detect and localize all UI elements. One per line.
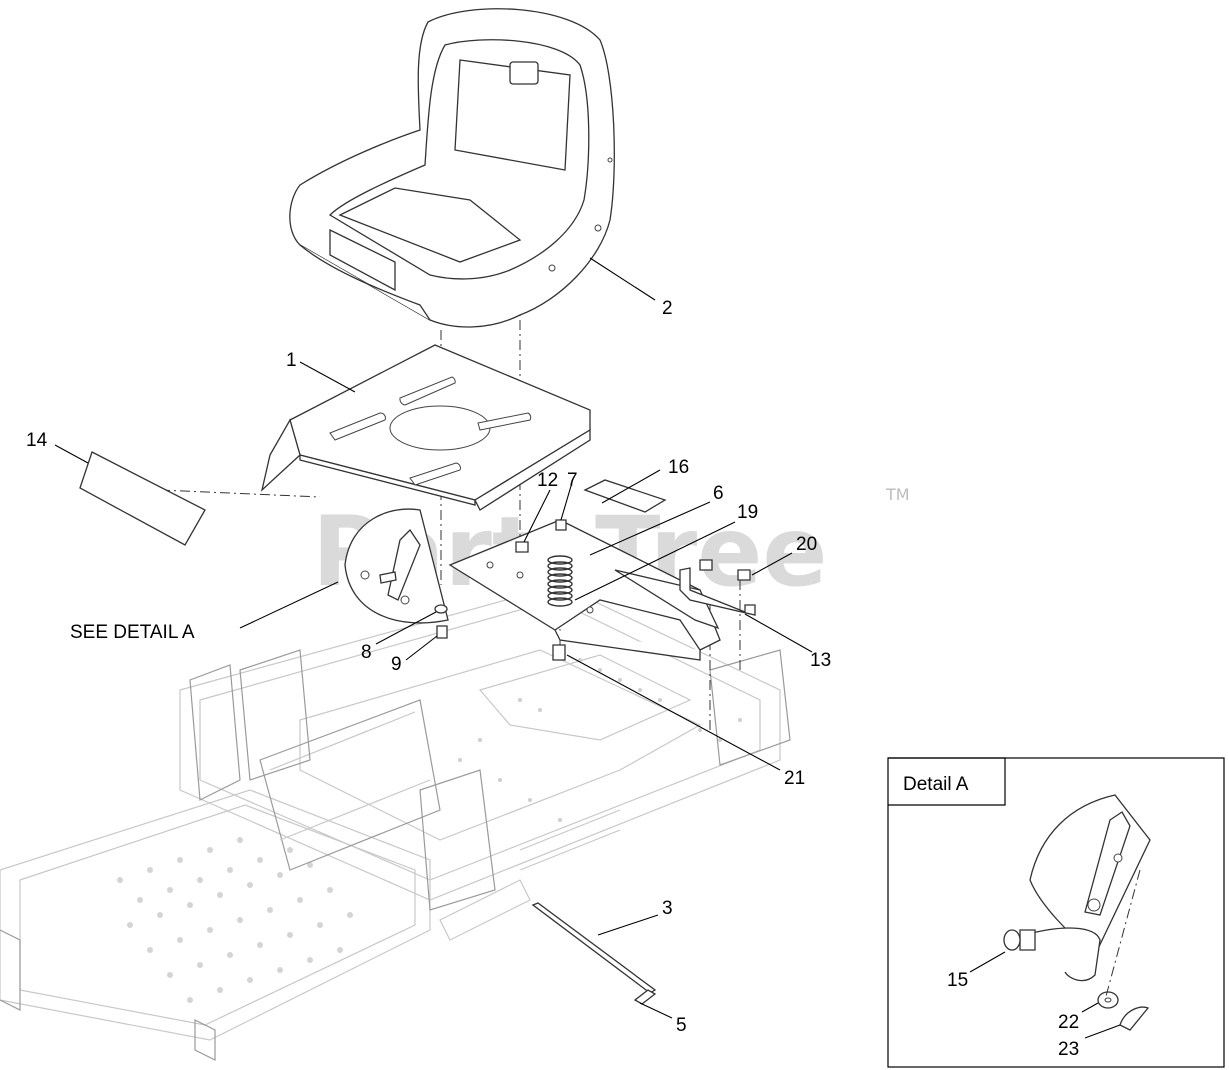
callout-14: 14: [26, 430, 48, 451]
callout-7: 7: [567, 470, 578, 491]
detail-a-title: Detail A: [903, 774, 969, 795]
decal-14: [79, 451, 206, 546]
callout-5: 5: [676, 1015, 687, 1036]
detail-a-box: Detail A 15 22 23: [887, 757, 1225, 1068]
detail-a-circle: [344, 508, 449, 624]
callout-21: 21: [784, 768, 805, 789]
washer-8: [434, 604, 448, 614]
callout-labels: 1 2 14 16 12 7 6 19 20 13 21 8 9 SEE DET…: [26, 298, 831, 1036]
callout-9: 9: [391, 654, 402, 675]
decal-16: [583, 479, 667, 513]
callout-13: 13: [810, 650, 831, 671]
callout-6: 6: [713, 483, 724, 504]
callout-8: 8: [361, 642, 372, 663]
callout-2: 2: [662, 298, 673, 319]
callout-20: 20: [796, 534, 817, 555]
callout-3: 3: [662, 898, 673, 919]
callout-16: 16: [668, 457, 689, 478]
callout-12: 12: [537, 470, 558, 491]
callout-23: 23: [1058, 1039, 1079, 1060]
seat: [289, 8, 615, 328]
detail-clip-23: [1119, 1006, 1150, 1031]
watermark-trademark: TM: [885, 485, 910, 504]
footplate-dot-pattern: [117, 837, 353, 1003]
leader-lines: [54, 257, 813, 1019]
see-detail-label: SEE DETAIL A: [70, 622, 195, 643]
frame-rivets: [458, 648, 742, 822]
pin-3: [531, 902, 657, 1005]
spring: [547, 555, 573, 607]
bolt-9: [436, 625, 448, 639]
detail-pin-15: [1003, 927, 1101, 982]
callout-15: 15: [947, 970, 968, 991]
bracket-13: [679, 559, 756, 616]
callout-1: 1: [286, 350, 297, 371]
callout-22: 22: [1058, 1012, 1079, 1033]
callout-19: 19: [737, 502, 758, 523]
seat-plate: [260, 344, 591, 511]
seat-mount-bracket: [448, 519, 721, 661]
